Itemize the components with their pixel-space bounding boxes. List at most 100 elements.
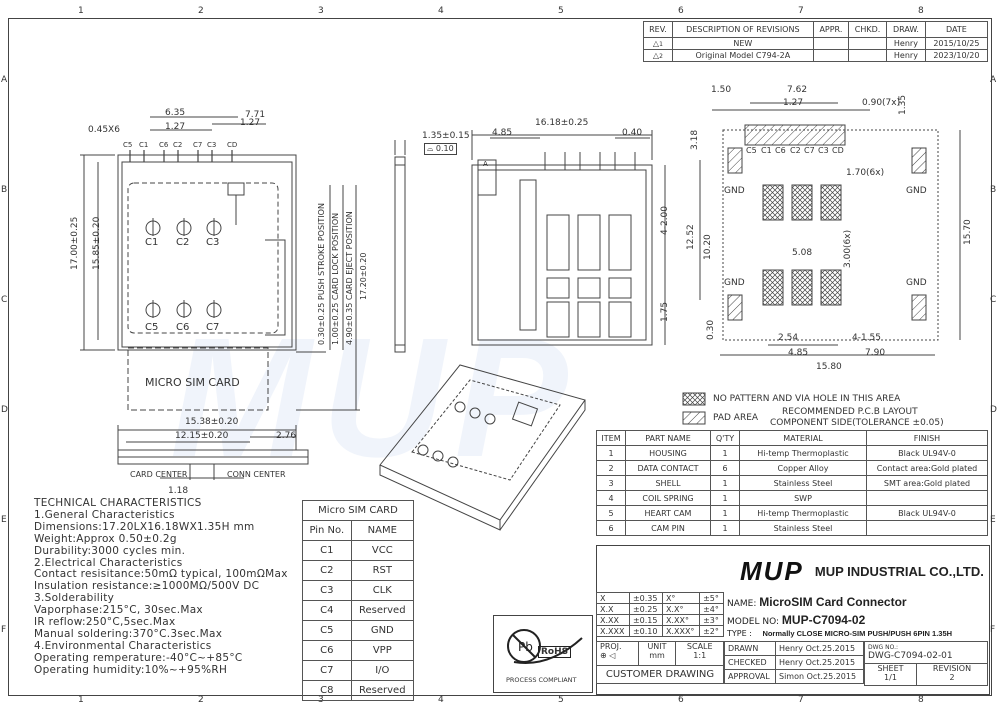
bom-cell: 3 <box>596 475 626 491</box>
dim-label: 2.76 <box>276 431 297 441</box>
tol-cell: X <box>596 592 630 604</box>
col-label: 8 <box>918 695 924 705</box>
tol-cell: X° <box>661 592 701 604</box>
tech-line: Contact resisitance:50mΩ typical, 100mΩM… <box>34 568 288 581</box>
rev-date: 2023/10/20 <box>924 49 989 62</box>
dim-label: 1.70(6x) <box>846 168 885 178</box>
sim-header: NAME <box>350 520 415 541</box>
pcb-pin-label: CD <box>832 146 844 155</box>
bom-cell: 4 <box>596 490 626 506</box>
row-label: D <box>1 405 8 415</box>
tech-line: Durability:3000 cycles min. <box>34 544 186 557</box>
legend-pad-label: PAD AREA <box>713 413 759 423</box>
tol-cell: X.XXX° <box>661 625 701 637</box>
col-label: 2 <box>198 695 204 705</box>
approval-label: APPROVAL <box>724 669 776 684</box>
bom-cell: Hi-temp Thermoplastic <box>739 505 867 521</box>
row-label: D <box>990 405 997 415</box>
bom-cell: Stainless Steel <box>739 475 867 491</box>
col-label: 1 <box>78 6 84 16</box>
sim-pin: C6 <box>302 640 352 661</box>
pcb-pin-label: C5 <box>746 146 757 155</box>
pin-label: C6 <box>159 141 169 149</box>
model-number: MUP-C7094-02 <box>781 613 866 627</box>
bom-cell: SMT area:Gold plated <box>866 475 988 491</box>
sim-name: I/O <box>350 660 415 681</box>
sim-header: Pin No. <box>302 520 352 541</box>
tech-line: 2.Electrical Characteristics <box>34 556 183 569</box>
bom-cell: Black UL94V-0 <box>866 505 988 521</box>
customer-drawing-label: CUSTOMER DRAWING <box>596 665 724 684</box>
gnd-label: GND <box>724 186 745 196</box>
bom-cell: Copper Alloy <box>739 460 867 476</box>
tol-cell: ±3° <box>699 614 724 626</box>
bom-cell: HEART CAM <box>625 505 711 521</box>
gnd-label: GND <box>724 278 745 288</box>
dim-label: 15.38±0.20 <box>185 417 239 427</box>
tol-cell: ±4° <box>699 603 724 615</box>
bom-cell: SWP <box>739 490 867 506</box>
bom-cell: 5 <box>596 505 626 521</box>
col-label: 4 <box>438 695 444 705</box>
tech-line: IR reflow:250°C,5sec.Max <box>34 616 176 629</box>
col-label: 2 <box>198 6 204 16</box>
col-label: 3 <box>318 6 324 16</box>
bom-cell: 1 <box>710 445 740 461</box>
model-label: MODEL NO: <box>727 617 780 627</box>
pin-label: C2 <box>173 141 183 149</box>
proj-cell: PROJ.⊕ ◁ <box>596 641 639 666</box>
revision-value: 2 <box>949 673 955 682</box>
bom-cell <box>866 490 988 506</box>
tech-line: Weight:Approx 0.50±0.2g <box>34 532 177 545</box>
flatness-symbol: ⌓ 0.10 <box>424 143 457 155</box>
dim-label: 7.62 <box>787 85 808 95</box>
col-label: 1 <box>78 695 84 705</box>
company-name: MUP INDUSTRIAL CO.,LTD. <box>814 564 984 579</box>
tol-cell: X.XX <box>596 614 630 626</box>
bom-cell: 1 <box>710 475 740 491</box>
pcb-pin-label: C3 <box>818 146 829 155</box>
tol-cell: X.XXX <box>596 625 630 637</box>
row-label: F <box>990 625 996 635</box>
pin-label: C5 <box>123 141 133 149</box>
pad-label: C6 <box>176 322 190 333</box>
projection-icon: ⊕ ◁ <box>600 651 616 660</box>
dim-label: 7.90 <box>865 348 886 358</box>
dim-label: 1.18 <box>168 486 189 496</box>
dim-label: 4.85 <box>788 348 809 358</box>
dwg-label: DWG NO.: <box>868 644 899 651</box>
sim-name: Reserved <box>350 680 415 701</box>
tech-characteristics: TECHNICAL CHARACTERISTICS 1.General Char… <box>34 497 288 677</box>
bom-cell: 1 <box>596 445 626 461</box>
tol-cell: ±0.15 <box>628 614 663 626</box>
pad-label: C7 <box>206 322 220 333</box>
bom-cell: 1 <box>710 505 740 521</box>
sim-name: VCC <box>350 540 415 561</box>
pad-label: C5 <box>145 322 159 333</box>
row-label: B <box>1 185 8 195</box>
dim-label: 0.40 <box>622 128 643 138</box>
unit-label: UNIT <box>647 642 667 651</box>
sim-pin: C8 <box>302 680 352 701</box>
card-center-label: CARD CENTER <box>130 470 188 479</box>
sheet-label: SHEET <box>877 664 904 673</box>
pcb-pin-label: C1 <box>761 146 772 155</box>
dim-label: 6.35 <box>165 108 186 118</box>
col-label: 6 <box>678 6 684 16</box>
row-label: A <box>990 75 997 85</box>
bom-cell: Hi-temp Thermoplastic <box>739 445 867 461</box>
legend-note: COMPONENT SIDE(TOLERANCE ±0.05) <box>770 418 944 428</box>
dim-label: 2.54 <box>778 333 799 343</box>
type-label: TYPE : <box>727 629 752 638</box>
bom-cell: Contact area:Gold plated <box>866 460 988 476</box>
